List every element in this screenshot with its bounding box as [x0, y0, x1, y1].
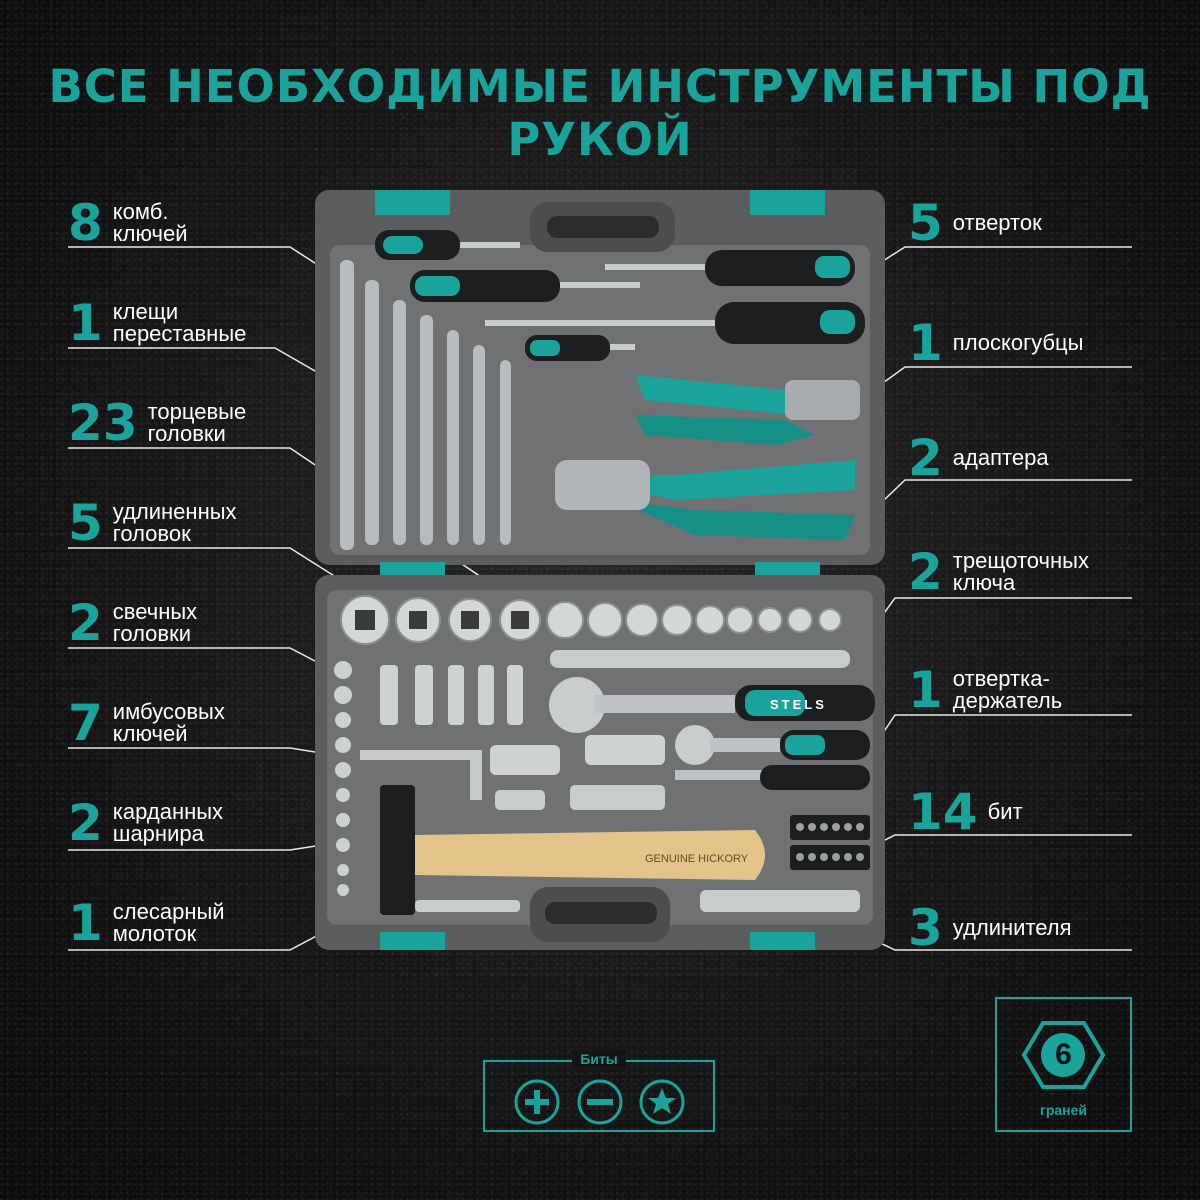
label-universal-joints: 2 карданных шарнира	[68, 798, 223, 848]
label-count: 8	[68, 194, 103, 252]
label-text: торцевые головки	[147, 399, 247, 446]
label-hammer: 1 слесарный молоток	[68, 898, 225, 948]
torx-icon	[639, 1079, 685, 1125]
label-count: 2	[68, 594, 103, 652]
label-text: удлинителя	[952, 915, 1072, 940]
label-count: 7	[68, 694, 103, 752]
label-count: 1	[68, 294, 103, 352]
label-adjustable-pliers: 1 клещи переставные	[68, 298, 246, 348]
label-text: отвертка- держатель	[952, 666, 1063, 713]
label-long-sockets: 5 удлиненных головок	[68, 498, 237, 548]
label-count: 2	[908, 429, 943, 487]
label-screwdrivers: 5 отверток	[908, 198, 1042, 248]
label-count: 1	[908, 661, 943, 719]
slotted-icon	[577, 1079, 623, 1125]
label-count: 5	[908, 194, 943, 252]
bits-legend-title-wrap: Биты	[485, 1051, 713, 1069]
label-spark-plug-sockets: 2 свечных головки	[68, 598, 197, 648]
label-text: трещоточных ключа	[952, 548, 1089, 595]
label-pliers: 1 плоскогубцы	[908, 318, 1083, 368]
phillips-icon	[514, 1079, 560, 1125]
label-count: 1	[908, 314, 943, 372]
label-text: комб. ключей	[112, 199, 188, 246]
hexagon-icon	[1021, 1021, 1106, 1089]
label-adapters: 2 адаптера	[908, 433, 1049, 483]
bits-legend-title: Биты	[572, 1051, 626, 1067]
label-count: 5	[68, 494, 103, 552]
hammer-label: GENUINE HICKORY	[645, 853, 749, 865]
bits-legend: Биты	[483, 1051, 715, 1132]
label-ratchets: 2 трещоточных ключа	[908, 547, 1089, 597]
label-text: бит	[987, 799, 1023, 824]
page-title: ВСЕ НЕОБХОДИМЫЕ ИНСТРУМЕНТЫ ПОД РУКОЙ	[48, 60, 1152, 166]
label-count: 14	[908, 783, 978, 841]
label-hex-keys: 7 имбусовых ключей	[68, 698, 225, 748]
label-count: 23	[68, 394, 138, 452]
label-text: имбусовых ключей	[112, 699, 225, 746]
hex-badge-number: 6	[1055, 1038, 1072, 1071]
tool-case	[315, 190, 885, 950]
label-extensions: 3 удлинителя	[908, 903, 1072, 953]
bits-icons	[514, 1079, 685, 1125]
label-combination-wrenches: 8 комб. ключей	[68, 198, 188, 248]
label-text: слесарный молоток	[112, 899, 225, 946]
label-bit-holder: 1 отвертка- держатель	[908, 665, 1062, 715]
brand-label: STELS	[770, 697, 827, 712]
label-count: 3	[908, 899, 943, 957]
label-count: 2	[908, 543, 943, 601]
hex-badge: 6 граней	[995, 997, 1132, 1132]
label-text: карданных шарнира	[112, 799, 224, 846]
label-text: клещи переставные	[112, 299, 247, 346]
hex-badge-caption: граней	[1039, 1102, 1088, 1118]
label-sockets: 23 торцевые головки	[68, 398, 246, 448]
label-bits: 14 бит	[908, 787, 1023, 837]
label-text: плоскогубцы	[952, 330, 1084, 355]
label-text: удлиненных головок	[112, 499, 237, 546]
label-text: свечных головки	[112, 599, 198, 646]
label-text: отверток	[952, 210, 1042, 235]
label-count: 2	[68, 794, 103, 852]
label-count: 1	[68, 894, 103, 952]
label-text: адаптера	[952, 445, 1049, 470]
